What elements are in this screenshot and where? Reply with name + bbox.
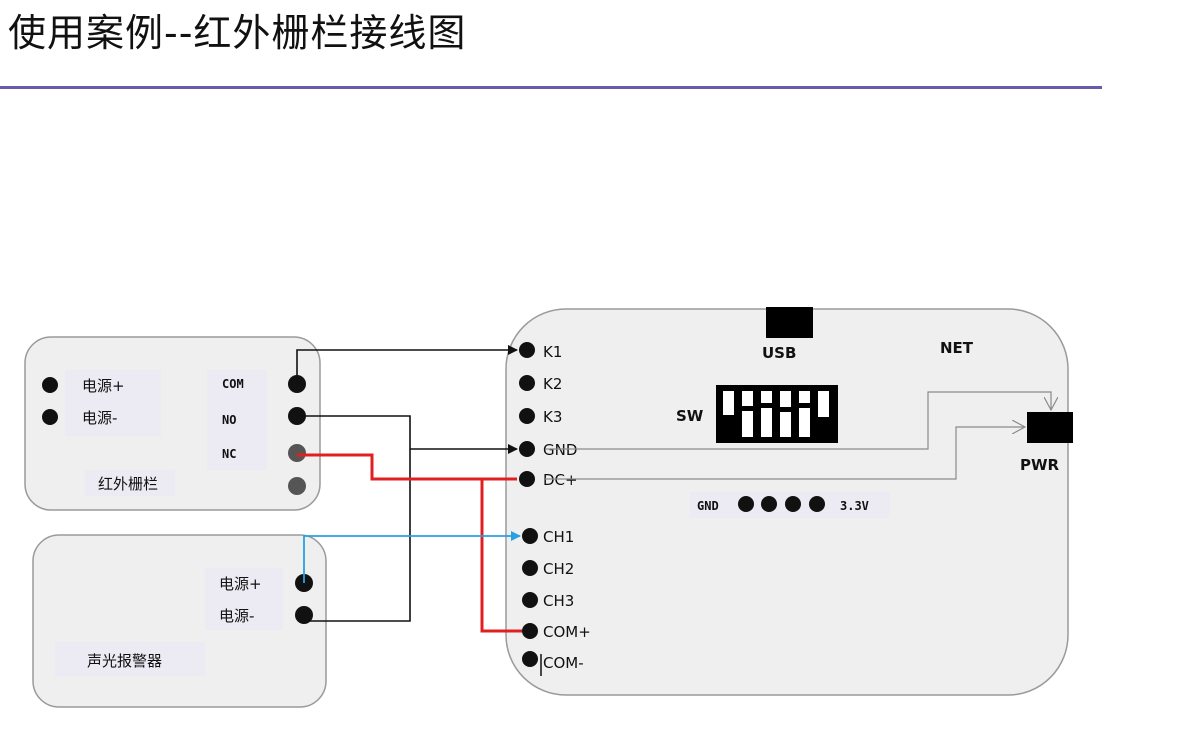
wire-com-k1 [296, 345, 518, 384]
terminal-ch3-label: CH3 [543, 592, 574, 610]
ir-spare-dot [288, 477, 306, 495]
header-pin-1 [738, 496, 754, 512]
v33-label: 3.3V [840, 499, 869, 513]
terminal-k2-dot [519, 375, 535, 391]
ir-fence-name: 红外栅栏 [98, 475, 158, 493]
terminal-dcplus-label: DC+ [543, 471, 578, 489]
alarm-box: 电源+ 电源- 声光报警器 [32, 534, 327, 708]
controller-board: USB NET PWR SW GND 3.3V [505, 307, 1073, 696]
terminal-k1-dot [519, 342, 535, 358]
net-label: NET [940, 339, 974, 357]
terminal-comminus-dot [522, 651, 538, 667]
terminal-ch1-dot [522, 528, 538, 544]
terminal-gnd-label: GND [543, 441, 577, 459]
ir-nc-label: NC [222, 447, 236, 461]
terminal-gnd-dot [519, 441, 535, 457]
header-pin-4 [809, 496, 825, 512]
terminal-k3-label: K3 [543, 408, 562, 426]
usb-connector [766, 307, 813, 338]
dip-switch [716, 385, 838, 443]
ir-power-plus-dot [42, 377, 58, 393]
ir-power-minus-label: 电源- [82, 409, 117, 427]
ir-fence-box: 电源+ 电源- COM NO NC 红外栅栏 [24, 336, 321, 511]
terminal-k1-label: K1 [543, 343, 562, 361]
sw-label: SW [676, 407, 704, 425]
alarm-power-plus-label: 电源+ [219, 575, 262, 593]
wire-pwr-dcplus [545, 427, 1025, 480]
terminal-ch2-label: CH2 [543, 560, 574, 578]
alarm-power-minus-dot [295, 606, 313, 624]
pwr-connector [1027, 412, 1073, 443]
wire-alarm-plus-ch1 [303, 531, 521, 583]
terminal-ch1-label: CH1 [543, 528, 574, 546]
ir-nc-dot [288, 444, 306, 462]
ir-power-plus-label: 电源+ [82, 377, 125, 395]
terminal-ch2-dot [522, 560, 538, 576]
header-pin-2 [761, 496, 777, 512]
ir-no-label: NO [222, 413, 236, 427]
terminal-k3-dot [519, 408, 535, 424]
terminal-k2-label: K2 [543, 375, 562, 393]
terminal-complus-label: COM+ [543, 623, 591, 641]
ir-power-minus-dot [42, 409, 58, 425]
header-pin-3 [785, 496, 801, 512]
gnd-row-label: GND [697, 499, 719, 513]
wire-pwr-gnd [545, 391, 1051, 450]
title-rule [0, 86, 1102, 89]
alarm-name: 声光报警器 [87, 652, 162, 670]
terminal-comminus-label: COM- [543, 654, 584, 672]
wire-dcplus-complus [480, 479, 522, 633]
pwr-label: PWR [1020, 456, 1060, 474]
wire-no-alarm-minus [297, 415, 411, 622]
wire-nc-dcplus [297, 453, 517, 481]
ir-com-label: COM [222, 377, 244, 391]
page-title: 使用案例--红外栅栏接线图 [8, 11, 467, 55]
terminal-ch3-dot [522, 592, 538, 608]
alarm-power-minus-label: 电源- [219, 607, 254, 625]
terminal-dcplus-dot [519, 471, 535, 487]
usb-label: USB [762, 344, 796, 362]
terminal-complus-dot [522, 623, 538, 639]
